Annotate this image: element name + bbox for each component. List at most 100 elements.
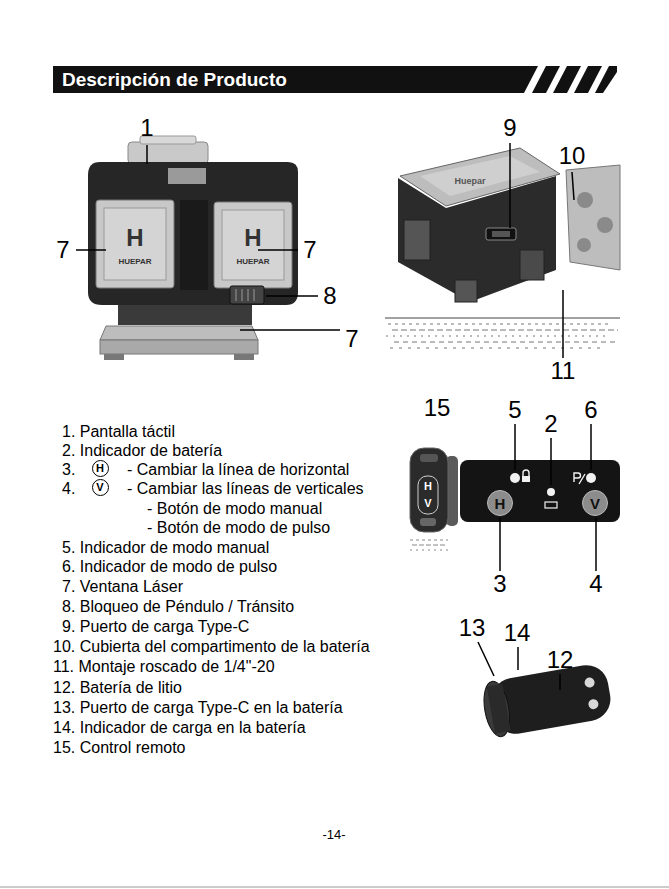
control-panel (586, 473, 596, 483)
control-panel (460, 460, 620, 522)
laser-level-front (88, 162, 298, 305)
list-item: 12. Batería de litio (53, 679, 182, 697)
list-item: 13. Puerto de carga Type-C en la batería (53, 699, 343, 717)
floor-texture (390, 348, 606, 349)
list-item: - Botón de modo manual (147, 500, 322, 518)
callout-number: 4 (589, 570, 602, 598)
brand-mark: Huepar (454, 176, 485, 186)
callout-number: 11 (551, 357, 576, 385)
lithium-battery (480, 679, 513, 738)
laser-level-top (577, 192, 593, 208)
laser-level-top (400, 148, 560, 206)
list-item: 15. Control remoto (53, 739, 186, 757)
control-panel (460, 460, 620, 522)
list-item: 10. Cubierta del compartimento de la bat… (53, 638, 370, 656)
title-bar (53, 66, 538, 93)
list-item: 2. Indicador de batería (62, 442, 222, 460)
callout-number: 10 (559, 142, 586, 170)
laser-level-front (168, 168, 206, 184)
laser-level-top (492, 231, 510, 237)
laser-level-top (566, 165, 620, 270)
laser-level-front (234, 354, 254, 360)
floor-texture (392, 330, 618, 331)
laser-level-front (104, 208, 166, 280)
icon-letter: V (96, 482, 103, 493)
remote-texture (410, 550, 448, 551)
remote-texture (410, 540, 448, 550)
floor-texture (385, 318, 620, 348)
laser-level-front (88, 136, 298, 360)
callout-number: 7 (345, 325, 358, 353)
laser-level-front (236, 289, 237, 301)
page-rule (0, 887, 669, 888)
control-panel (523, 470, 529, 476)
leader-line (572, 172, 574, 200)
laser-level-top (520, 250, 544, 280)
laser-level-front (118, 305, 252, 325)
callout-number: 2 (544, 410, 557, 438)
panel-button: V (582, 490, 608, 516)
callout-number: 7 (56, 236, 69, 264)
laser-level-front (104, 354, 124, 360)
laser-level-front (128, 142, 208, 164)
remote-control (420, 454, 438, 462)
lithium-battery (584, 677, 596, 689)
leader-line (559, 674, 561, 690)
callout-number: 3 (493, 570, 506, 598)
remote-button-text: V (424, 497, 431, 510)
list-item: 9. Puerto de carga Type-C (62, 618, 249, 636)
laser-level-front (96, 200, 174, 288)
laser-level-front (242, 289, 243, 301)
laser-level-front (222, 210, 284, 280)
laser-level-top (455, 280, 477, 302)
list-item: 5. Indicador de modo manual (62, 539, 269, 557)
leader-line (146, 145, 148, 164)
control-panel (547, 488, 555, 496)
leader-line (595, 518, 597, 571)
page-title: Descripción de Producto (62, 69, 287, 91)
title-bar (595, 66, 617, 93)
lithium-battery (480, 662, 614, 739)
laser-level-top (597, 217, 613, 233)
icon-letter: H (495, 496, 506, 511)
callout-number: 14 (504, 619, 531, 647)
laser-level-top (398, 148, 620, 302)
list-item: - Cambiar la línea de horizontal (127, 461, 349, 479)
panel-button: H (487, 490, 513, 516)
brand-mark: HUEPAR (236, 257, 269, 266)
leader-line (517, 647, 519, 670)
floor-texture (394, 342, 616, 343)
list-item: 1. Pantalla táctil (62, 423, 175, 441)
leader-line (499, 518, 501, 571)
laser-level-front (230, 286, 264, 304)
page-number: -14- (322, 828, 345, 843)
laser-level-front (214, 202, 292, 288)
list-item: 3. (62, 461, 75, 479)
window-logo: H (244, 224, 261, 252)
remote-texture (410, 540, 448, 541)
laser-level-top (420, 156, 540, 196)
lithium-battery (588, 698, 600, 710)
laser-level-top (577, 238, 591, 252)
floor-texture (386, 336, 610, 337)
callout-number: 9 (503, 114, 516, 142)
icon-letter: V (590, 496, 600, 511)
circled-icon: H (92, 460, 109, 477)
callout-number: 12 (547, 646, 574, 674)
title-bar (53, 66, 617, 93)
list-item: 7. Ventana Láser (62, 578, 183, 596)
laser-level-top (486, 228, 516, 240)
leader-line (240, 329, 340, 331)
leader-line (478, 642, 494, 676)
laser-level-front (100, 340, 258, 354)
leader-line (514, 424, 516, 470)
list-item: 11. Montaje roscado de 1/4"-20 (53, 658, 275, 676)
list-item: 4. (62, 480, 75, 498)
control-panel (510, 473, 520, 483)
list-item: 8. Bloqueo de Péndulo / Tránsito (62, 598, 294, 616)
control-panel (545, 502, 557, 508)
leader-line (258, 249, 298, 251)
callout-number: 8 (323, 282, 336, 310)
remote-control (410, 448, 458, 532)
list-item: - Cambiar las líneas de verticales (127, 480, 364, 498)
